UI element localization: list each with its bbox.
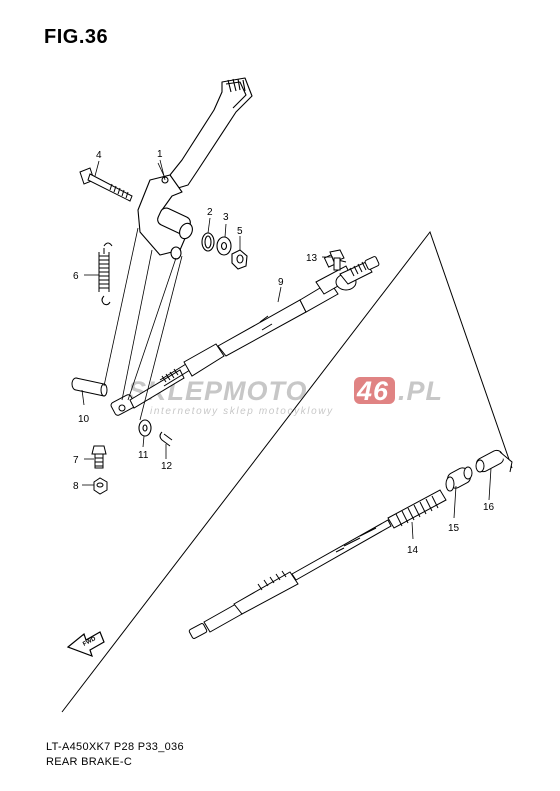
model-code: LT-A450XK7 P28 P33_036 — [46, 741, 184, 753]
o-ring — [201, 232, 215, 252]
bolt-13 — [329, 249, 345, 271]
pin-10 — [71, 377, 108, 397]
watermark-brand-3: .PL — [398, 376, 443, 406]
callout-8: 8 — [73, 481, 79, 492]
return-spring — [98, 242, 113, 306]
nut-5 — [231, 249, 248, 270]
lower-cable — [188, 489, 447, 639]
callout-7: 7 — [73, 455, 79, 466]
callout-3: 3 — [223, 212, 229, 223]
watermark-tagline: internetowy sklep motocyklowy — [150, 406, 334, 417]
callout-10: 10 — [78, 414, 90, 425]
callout-16: 16 — [483, 502, 495, 513]
leader-lines — [81, 159, 492, 540]
stopper-16 — [475, 449, 513, 473]
callout-labels: 1 2 3 4 5 6 7 8 9 10 11 12 13 14 15 16 — [73, 149, 495, 556]
assembly-outline — [61, 230, 513, 713]
bolt-7 — [91, 445, 107, 469]
watermark-badge — [354, 377, 395, 404]
cotter-pin — [159, 431, 173, 447]
nut-8 — [93, 477, 108, 495]
callout-5: 5 — [237, 226, 243, 237]
callout-4: 4 — [96, 150, 102, 161]
callout-15: 15 — [448, 523, 460, 534]
callout-2: 2 — [207, 207, 213, 218]
washer-3 — [216, 236, 232, 256]
brake-pedal — [137, 77, 253, 260]
fwd-arrow-icon: FWD — [66, 631, 105, 658]
callout-14: 14 — [407, 545, 419, 556]
watermark-brand-2: 46 — [356, 376, 389, 406]
callout-12: 12 — [161, 461, 173, 472]
section-name: REAR BRAKE-C — [46, 756, 133, 768]
callout-9: 9 — [278, 277, 284, 288]
callout-1: 1 — [157, 149, 163, 160]
washer-11 — [138, 419, 152, 437]
callout-13: 13 — [306, 253, 318, 264]
figure-title: FIG.36 — [44, 26, 109, 48]
callout-11: 11 — [138, 450, 149, 461]
callout-6: 6 — [73, 271, 79, 282]
joint-15 — [445, 466, 473, 492]
rear-brake-cable — [110, 252, 380, 416]
pivot-bolt — [79, 167, 133, 202]
